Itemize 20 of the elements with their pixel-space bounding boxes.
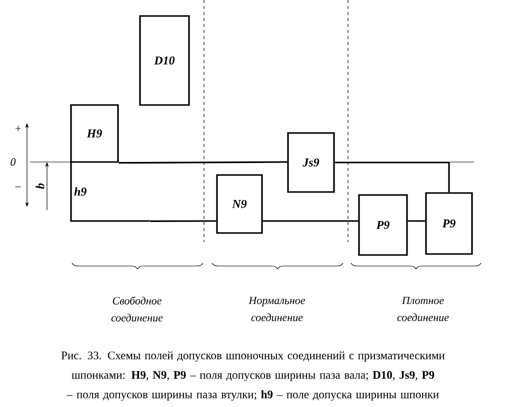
- connector-line: [118, 161, 288, 164]
- connector-line: [150, 220, 216, 222]
- connector-line: [262, 220, 358, 222]
- tolerance-field-box: H9: [70, 104, 119, 163]
- caption: Рис. 33. Схемы полей допусков шпоночных соединений с призматическими шпонками: H9, N9, P9 – поля допусков ширины паза вала; D10, Js9, P9 – поля допусков ширины паза втулки; h9 – поле допуска ширины шпонки: [61, 351, 445, 401]
- group-label: Плотное соединение: [397, 296, 449, 322]
- tolerance-field-box: P9: [358, 194, 408, 256]
- tolerance-field-box: N9: [216, 174, 263, 234]
- connector-line: [334, 162, 450, 192]
- tolerance-field-box: D10: [139, 15, 190, 106]
- tolerance-field-box: Js9: [287, 132, 335, 193]
- axis-label: –: [15, 186, 21, 188]
- group-label: Нормальное соединение: [248, 296, 306, 322]
- axis-label: +: [16, 126, 21, 132]
- connector-line: [408, 220, 426, 222]
- tolerance-field-box: P9: [425, 192, 473, 255]
- axis-label: 0: [10, 158, 16, 166]
- group-label: Свободное соединение: [111, 296, 163, 322]
- dimension-label: b: [36, 183, 44, 189]
- tolerance-field: h9: [74, 187, 86, 196]
